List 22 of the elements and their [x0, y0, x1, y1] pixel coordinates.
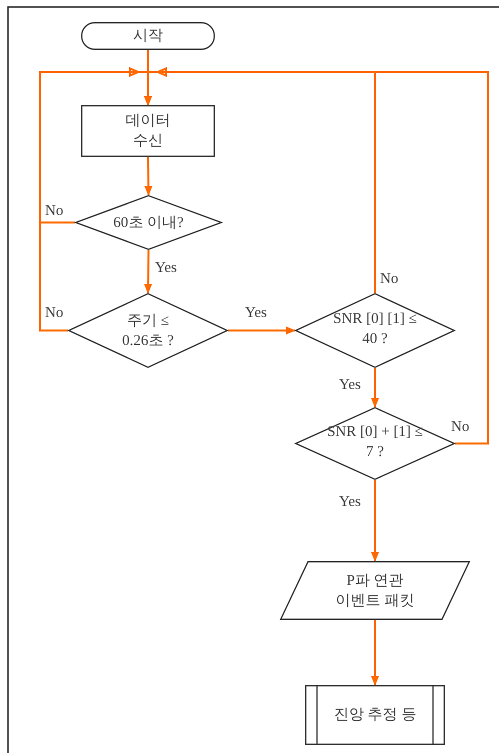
decision-diamond: [75, 195, 222, 250]
condition-text: 주기 ≤ 0.26초 ?: [121, 312, 175, 350]
condition-text: SNR [0] + [1] ≤ 7 ?: [326, 422, 424, 462]
arrow: [144, 156, 152, 196]
process-box: [81, 105, 215, 157]
decision-diamond: [295, 293, 455, 368]
arrow: [371, 368, 379, 408]
step-text: P파 연관 이벤트 패킷: [334, 572, 416, 610]
step-text: 진앙 추정 등: [332, 706, 418, 725]
arrow: [371, 620, 379, 686]
predefined-process-box: [305, 685, 445, 745]
data-parallelogram: [280, 561, 470, 620]
start-terminal: [81, 22, 215, 50]
decision-diamond: [68, 293, 228, 368]
condition-text: SNR [0] [1] ≤ 40 ?: [332, 310, 418, 348]
arrow: [371, 480, 379, 562]
step-text: 시작: [132, 27, 164, 46]
arrow: [144, 68, 489, 444]
condition-text: 60초 이내?: [112, 214, 185, 232]
arrow: [144, 250, 152, 294]
step-text: 데이터 수신: [124, 112, 172, 151]
arrow: [228, 326, 296, 334]
